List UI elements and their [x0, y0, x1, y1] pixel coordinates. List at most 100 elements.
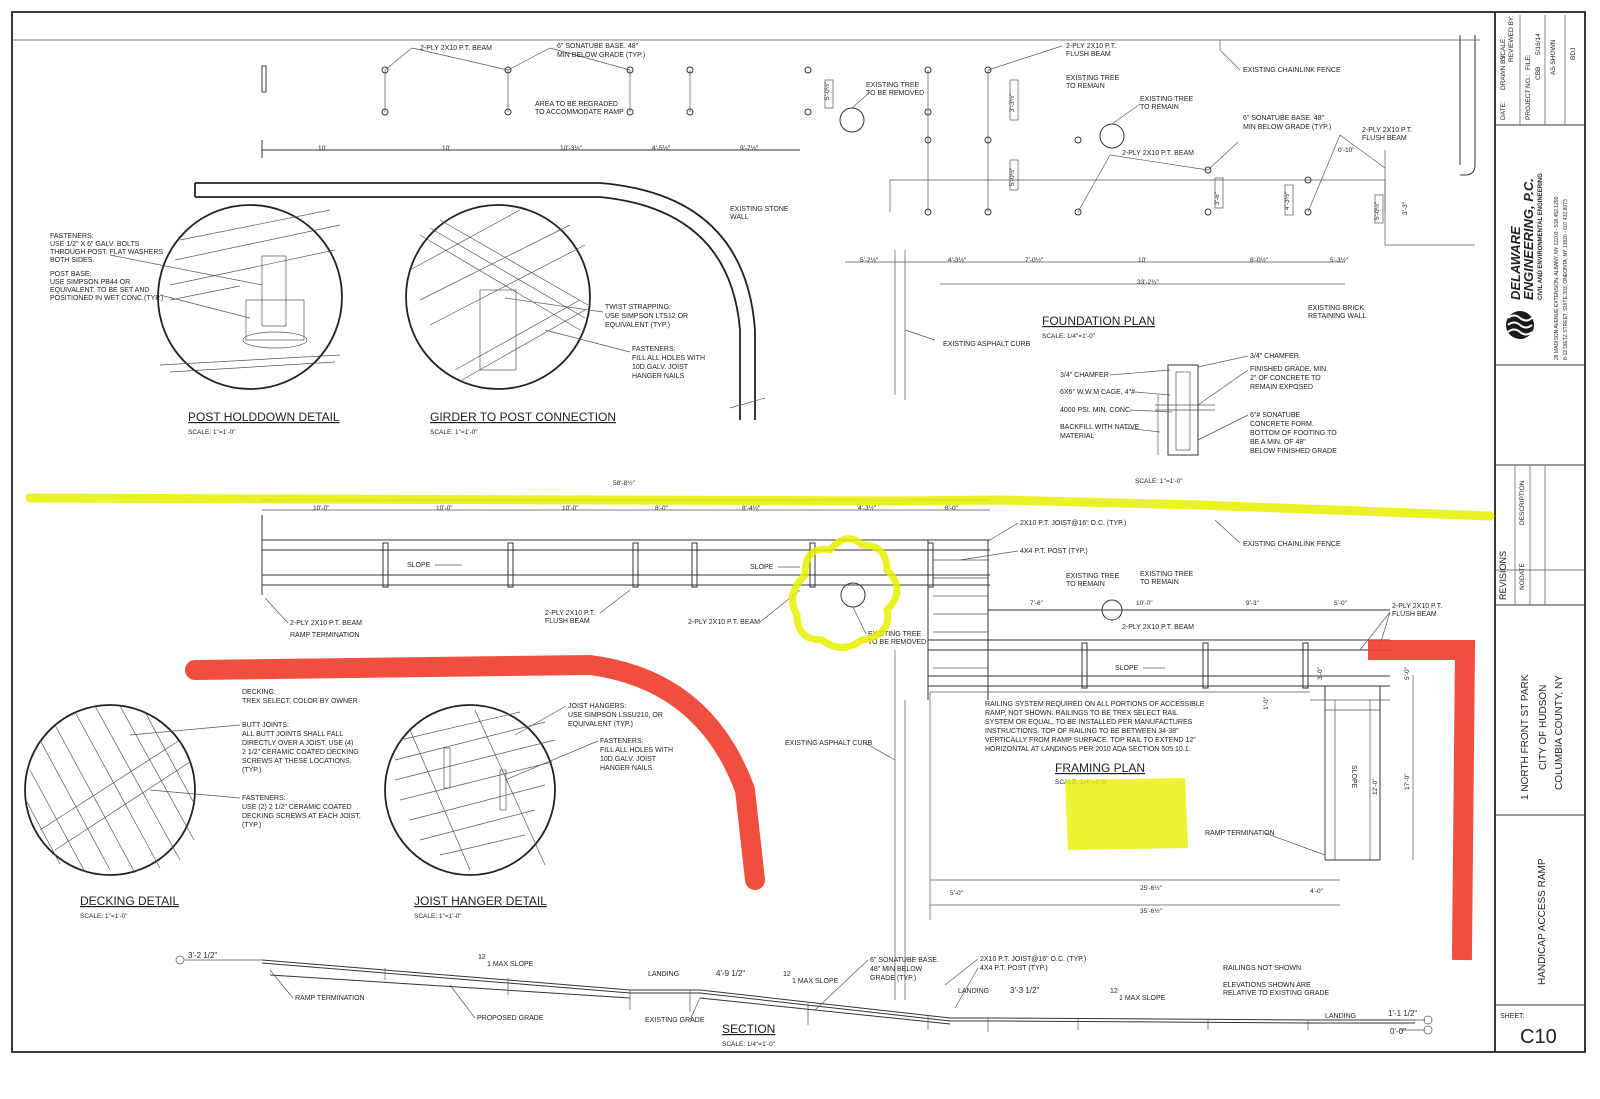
frp-slope-4: SLOPE — [1350, 765, 1357, 789]
frp-railing-5: VERTICALLY FROM RAMP SURFACE. TOP RAIL T… — [985, 737, 1196, 744]
frp-dim-right-2: 17'-0" — [1404, 773, 1411, 790]
frp-flush-beam-2: FLUSH BEAM — [545, 618, 590, 625]
deck-fasteners-2: USE (2) 2 1/2" CERAMIC COATED — [242, 804, 352, 811]
project-line-3: COLUMBIA COUNTY, NY — [1554, 675, 1565, 790]
joist-hanger-title: JOIST HANGER DETAIL — [414, 894, 547, 908]
highlight-markups — [25, 493, 1495, 961]
frp-flush-beam-3: 2-PLY 2X10 P.T. — [1392, 603, 1442, 610]
deck-decking-2: TREX SELECT, COLOR BY OWNER — [242, 698, 358, 705]
framing-plan-title: FRAMING PLAN — [1055, 761, 1145, 775]
section-title: SECTION — [722, 1022, 775, 1036]
framing-tree-removed-icon — [840, 582, 866, 608]
sec-elev-right: 1'-1 1/2" — [1388, 1009, 1417, 1018]
gtp-fasteners-4: HANGER NAILS — [632, 373, 684, 380]
phd-fasteners-3: THROUGH POST. FLAT WASHERS — [50, 249, 163, 256]
fp-dim-v6: 5'-0½" — [1373, 201, 1381, 220]
frp-slope-1: SLOPE — [407, 562, 431, 569]
frp-slope-2: SLOPE — [750, 564, 774, 571]
decking-scale: SCALE: 1"=1'-0" — [80, 913, 128, 920]
frp-dim-mid-1: 7'-6" — [1030, 600, 1044, 607]
footing-scale: SCALE: 1"=1'-0" — [1135, 478, 1183, 485]
frp-dim-mid-2: 10'-0" — [1136, 600, 1153, 607]
yellow-highlight-line — [25, 493, 1495, 521]
fp-regrade-1: AREA TO BE REGRADED — [535, 101, 618, 108]
ftg-right-3c: BOTTOM OF FOOTING TO — [1250, 430, 1337, 437]
jh-fasteners-4: HANGER NAILS. — [600, 765, 654, 772]
rev-date-header: DATE — [1519, 562, 1526, 580]
framing-plan: 58'-8½" 10'-0" 10'-0" 10'-0" 8'-0" 8'-4½… — [261, 479, 1442, 1000]
frp-dim-bot-2: 25'-6½" — [1140, 884, 1163, 892]
frp-dim-top-4: 8'-0" — [655, 505, 669, 512]
sec-landing3: LANDING — [1325, 1013, 1356, 1020]
scale-value: AS SHOWN — [1550, 39, 1557, 75]
fp-tree-remain2-1: EXISTING TREE — [1140, 96, 1193, 103]
frp-beam-label-3: 2-PLY 2X10 P.T. BEAM — [1122, 624, 1194, 631]
fp-chainlink: EXISTING CHAINLINK FENCE — [1243, 67, 1341, 74]
fp-sonatube2-1: 6" SONATUBE BASE. 48" — [1243, 115, 1325, 122]
frp-tree-removed-2: TO BE REMOVED — [868, 639, 926, 646]
frp-flush-beam-1: 2-PLY 2X10 P.T. — [545, 610, 595, 617]
firm-name-1: DELAWARE — [1508, 226, 1523, 300]
ftg-right-1: 3/4" CHAMFER — [1250, 353, 1299, 360]
gtp-twist-1: TWIST STRAPPING: — [605, 304, 671, 311]
gtp-fasteners-2: FILL ALL HOLES WITH — [632, 355, 705, 362]
ftg-right-3d: BE A MIN. OF 48" — [1250, 439, 1306, 446]
elevation-marker-icon — [175, 955, 185, 965]
girder-post-detail: TWIST STRAPPING: USE SIMPSON LTS12 OR EQ… — [405, 204, 705, 436]
sheet-border — [11, 11, 1586, 1053]
frp-tree-remain2-2: TO REMAIN — [1140, 579, 1179, 586]
yellow-tree-circle — [789, 535, 901, 651]
fp-dim-bot-1: 5'-2½" — [860, 256, 879, 264]
fp-tree-remain-1: EXISTING TREE — [1066, 75, 1119, 82]
fp-dim-v1: 5'-0½" — [823, 81, 831, 100]
jh-hangers-2: USE SIMPSON LSSU210, OR — [568, 712, 663, 719]
frp-overall-dim: 58'-8½" — [613, 479, 636, 487]
sec-slope3-num: 12 — [1110, 988, 1118, 995]
phd-postbase-4: POSITIONED IN WET CONC.(TYP.) — [50, 295, 163, 302]
frp-tree-remain2-1: EXISTING TREE — [1140, 571, 1193, 578]
frp-dim-top-1: 10'-0" — [313, 505, 330, 512]
fp-sonatube-1: 6" SONATUBE BASE. 48" — [557, 43, 639, 50]
sec-elev-left: 3'-2 1/2" — [188, 951, 217, 960]
fp-dim-total: 33'-2½" — [1137, 278, 1160, 286]
frp-post-label: 4X4 P.T. POST (TYP.) — [1020, 548, 1088, 555]
joist-hanger-scale: SCALE: 1"=1'-0" — [414, 913, 462, 920]
post-holddown-title: POST HOLDDOWN DETAIL — [188, 410, 340, 424]
firm-logo-icon — [1506, 311, 1534, 339]
gtp-twist-3: EQUIVALENT (TYP.) — [605, 322, 670, 329]
fp-dim-bot-2: 4'-3½" — [948, 256, 967, 264]
rev-desc-header: DESCRIPTION — [1519, 480, 1526, 525]
sec-landing2: LANDING — [958, 988, 989, 995]
phd-postbase-1: POST BASE: — [50, 271, 92, 278]
foundation-plan-scale: SCALE: 1/4"=1'-0" — [1042, 333, 1096, 340]
frp-tree-removed-1: EXISTING TREE — [868, 631, 921, 638]
rev-no-header: NO. — [1519, 578, 1526, 590]
jh-fasteners-1: FASTENERS: — [600, 738, 644, 745]
frp-ramp-term: RAMP TERMINATION — [290, 632, 360, 639]
frp-dim-small: 1'-0" — [1263, 696, 1270, 710]
phd-fasteners-1: FASTENERS: — [50, 233, 94, 240]
fp-dim-top-2: 10' — [442, 145, 450, 152]
fp-tree-removed-2: TO BE REMOVED — [866, 90, 924, 97]
frp-asphalt-curb: EXISTING ASPHALT CURB — [785, 740, 873, 747]
deck-butt-6: (TYP.) — [242, 767, 261, 774]
fp-dim-right: 0'-10" — [1338, 147, 1355, 154]
fp-brick-wall-2: RETAINING WALL — [1308, 313, 1366, 320]
frp-joist-label: 2X10 P.T. JOIST@16" O.C. (TYP.) — [1020, 520, 1126, 527]
phd-fasteners-4: BOTH SIDES. — [50, 257, 94, 264]
sheet-number: C10 — [1520, 1026, 1557, 1048]
frp-flush-beam-4: FLUSH BEAM — [1392, 611, 1437, 618]
red-marker-right — [1368, 640, 1476, 961]
deck-fasteners-4: (TYP.) — [242, 822, 261, 829]
deck-butt-3: DIRECTLY OVER A JOIST. USE (4) — [242, 740, 353, 747]
project-label: PROJECT NO.: — [1525, 74, 1532, 120]
ftg-left-3: 4000 PSI. MIN. CONC. — [1060, 407, 1132, 414]
sec-sonatube-2: 48" MIN BELOW — [870, 966, 923, 973]
decking-detail: DECKING: TREX SELECT, COLOR BY OWNER BUT… — [24, 689, 361, 920]
fp-flush-beam2-1: 2-PLY 2X10 P.T. — [1362, 127, 1412, 134]
reviewed-label: REVIEWED BY: — [1508, 15, 1515, 62]
ftg-right-2a: FINISHED GRADE, MIN. — [1250, 366, 1328, 373]
ftg-left-1: 3/4" CHAMFER — [1060, 372, 1109, 379]
sheet-title: HANDICAP ACCESS RAMP — [1537, 858, 1548, 985]
